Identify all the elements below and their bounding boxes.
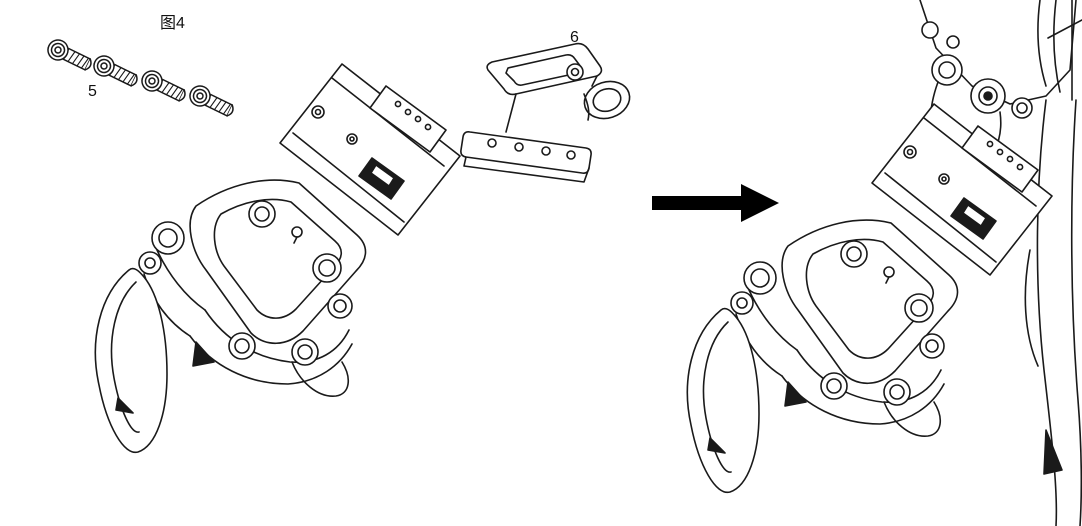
- robot-arm-illustration: [919, 0, 1082, 526]
- part-label-bracket: 6: [570, 29, 579, 46]
- hex-socket-screws-icon: [43, 35, 238, 122]
- robotic-gripper-illustration: [94, 63, 461, 454]
- gripper-mounted-on-robot-arm-illustration: [686, 103, 1053, 494]
- mounting-bracket-illustration: [460, 42, 631, 183]
- part-label-screws: 5: [88, 83, 97, 100]
- figure-title: 图4: [160, 15, 185, 32]
- assembly-direction-arrow-icon: [652, 184, 779, 222]
